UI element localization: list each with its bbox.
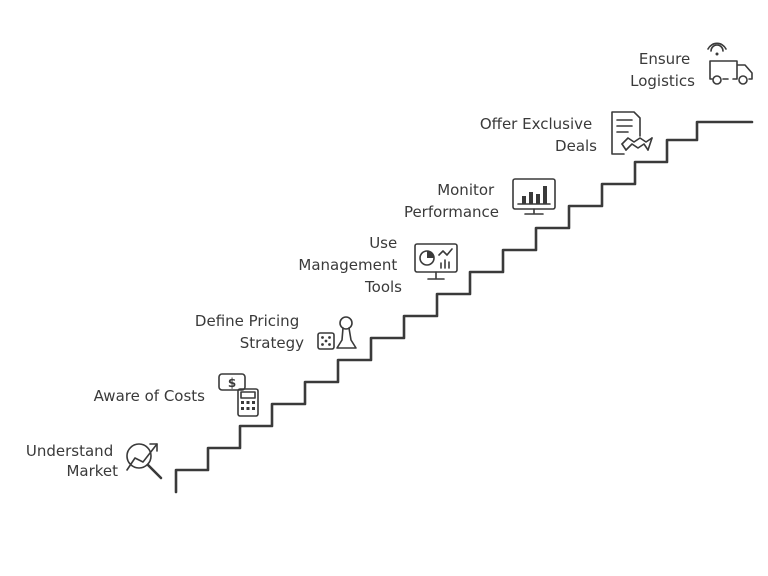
step-label-line: Ensure [639,50,690,68]
step-label: Aware of Costs [94,387,206,405]
step-label-line: Monitor [437,181,495,199]
step-define-pricing-strategy: Define Pricing Strategy [195,312,357,352]
step-label-line: Strategy [240,334,304,352]
step-label-line: Deals [555,137,597,155]
delivery-truck-icon [707,42,753,85]
step-use-management-tools: Use Management Tools [298,234,458,296]
step-label-line: Management [298,256,397,274]
step-label: Understand Market [26,442,118,480]
step-label: Define Pricing Strategy [195,312,304,352]
step-label: Use Management Tools [298,234,402,296]
strategy-game-piece-icon [317,316,357,350]
contract-handshake-icon [611,111,653,155]
market-analysis-icon [126,443,163,480]
step-label-line: Understand [26,442,113,460]
step-offer-exclusive-deals: Offer Exclusive Deals [480,111,653,155]
step-label-line: Aware of Costs [94,387,206,405]
step-label-line: Define Pricing [195,312,299,330]
step-label: Offer Exclusive Deals [480,115,597,155]
step-label-line: Performance [404,203,499,221]
step-label-line: Use [369,234,397,252]
step-monitor-performance: Monitor Performance [404,178,556,221]
step-ensure-logistics: Ensure Logistics [630,42,753,90]
step-label-line: Market [66,462,118,480]
dashboard-monitor-icon [414,243,458,280]
step-label-line: Offer Exclusive [480,115,592,133]
cost-calculator-icon: $ [218,373,259,417]
performance-chart-icon [512,178,556,215]
step-label-line: Tools [364,278,402,296]
step-label: Monitor Performance [404,181,499,221]
step-understand-market: Understand Market [26,442,163,480]
step-label-line: Logistics [630,72,695,90]
step-aware-of-costs: Aware of Costs $ [94,373,259,417]
staircase-line [174,120,754,494]
svg-text:$: $ [228,376,236,390]
step-label: Ensure Logistics [630,50,695,90]
